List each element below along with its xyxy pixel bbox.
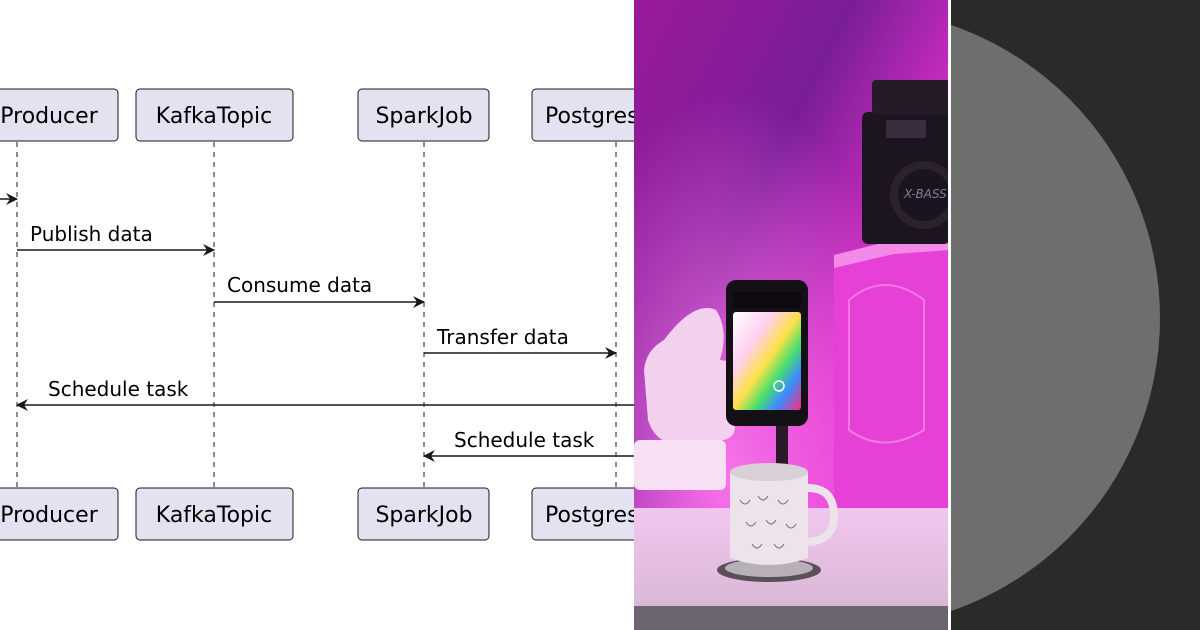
- participant-postgres-bottom[interactable]: Postgres: [531, 487, 634, 541]
- participant-sparkjob-top[interactable]: SparkJob: [357, 88, 490, 142]
- participant-kafkatopic-bottom[interactable]: KafkaTopic: [135, 487, 294, 541]
- message-label-transfer-data: Transfer data: [436, 325, 569, 349]
- disc-canvas: [950, 0, 1200, 630]
- storage-cube: [834, 236, 950, 530]
- message-label-schedule-task-producer: Schedule task: [48, 377, 189, 401]
- sequence-diagram-canvas: Producer KafkaTopic SparkJob Postgres Pu…: [0, 88, 634, 541]
- thumbs-up-figure: [634, 308, 742, 490]
- participant-producer-top[interactable]: Producer: [0, 88, 119, 142]
- sequence-diagram: Producer KafkaTopic SparkJob Postgres Pu…: [0, 88, 634, 541]
- participant-label: Postgres: [545, 104, 634, 129]
- participant-label: Producer: [0, 104, 98, 129]
- participant-label: SparkJob: [375, 104, 472, 129]
- participant-label: KafkaTopic: [156, 104, 272, 129]
- message-label-publish-data: Publish data: [30, 222, 153, 246]
- message-label-consume-data: Consume data: [227, 273, 372, 297]
- grey-disc: [950, 24, 1160, 612]
- participant-producer-bottom[interactable]: Producer: [0, 487, 119, 541]
- panel-divider: [948, 0, 951, 630]
- participant-label: Producer: [0, 503, 98, 528]
- desk-photo-illustration: X-BASS: [634, 0, 950, 630]
- mug: [717, 463, 839, 582]
- speaker-brand: X-BASS: [903, 187, 947, 201]
- desk-photo: X-BASS: [634, 0, 950, 630]
- participant-postgres-top[interactable]: Postgres: [531, 88, 634, 142]
- message-label-schedule-task-sparkjob: Schedule task: [454, 428, 595, 452]
- participant-kafkatopic-top[interactable]: KafkaTopic: [135, 88, 294, 142]
- participant-label: Postgres: [545, 503, 634, 528]
- participant-label: KafkaTopic: [156, 503, 272, 528]
- speaker: X-BASS: [862, 80, 950, 244]
- participant-label: SparkJob: [375, 503, 472, 528]
- smartphone: [726, 280, 808, 426]
- participant-sparkjob-bottom[interactable]: SparkJob: [357, 487, 490, 541]
- disc-panel: [950, 0, 1200, 630]
